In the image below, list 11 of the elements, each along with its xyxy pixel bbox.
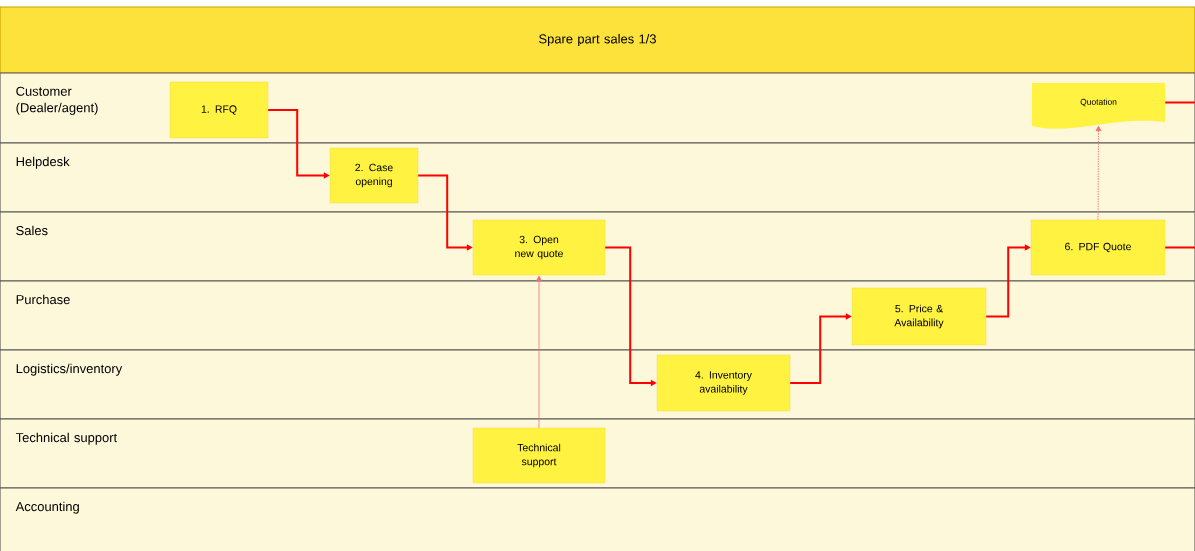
swimlane: Accounting <box>0 487 1195 551</box>
arrow <box>1095 125 1102 221</box>
process-box: 5. Price & Availability <box>851 287 987 346</box>
process-box: Technical support <box>472 427 606 484</box>
process-box: 2. Case opening <box>329 147 419 204</box>
process-box: 1. RFQ <box>169 81 269 139</box>
title-band: Spare part sales 1/3 <box>0 6 1195 74</box>
process-box: 6. PDF Quote <box>1030 219 1166 276</box>
process-box: 3. Open new quote <box>472 219 606 276</box>
arrow <box>536 275 542 429</box>
process-box: 4. Inventory availability <box>656 354 791 412</box>
